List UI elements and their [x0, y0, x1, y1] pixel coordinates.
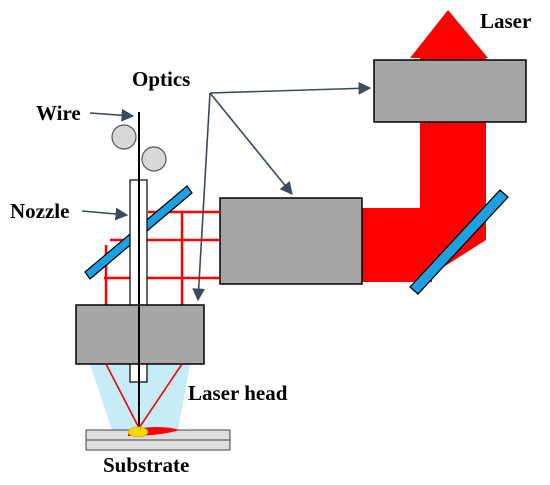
laser-beam-arrowhead	[410, 10, 488, 58]
label-nozzle: Nozzle	[10, 199, 69, 223]
mirror-right	[409, 189, 509, 295]
arrow-wire	[89, 108, 135, 122]
label-substrate: Substrate	[103, 453, 189, 477]
arrow-nozzle	[81, 207, 129, 221]
arrow-optics-head	[192, 92, 211, 302]
label-laser-head: Laser head	[188, 381, 288, 405]
label-laser: Laser	[480, 9, 531, 33]
melt-pool	[127, 426, 149, 438]
annotation-arrows	[81, 81, 372, 302]
arrow-optics-top	[209, 81, 372, 95]
wire-roller-top	[111, 124, 137, 150]
arrow-optics-middle	[209, 92, 293, 195]
laser-beam-path	[360, 10, 488, 282]
label-wire: Wire	[36, 101, 81, 125]
laser-beam-horizontal	[360, 208, 432, 282]
label-optics: Optics	[132, 67, 190, 91]
focus-rays	[105, 363, 183, 429]
wire-roller-bottom	[141, 146, 167, 172]
optics-box-top	[373, 59, 527, 123]
substrate-layer-bottom	[85, 439, 231, 451]
optics-box-middle	[219, 197, 363, 285]
